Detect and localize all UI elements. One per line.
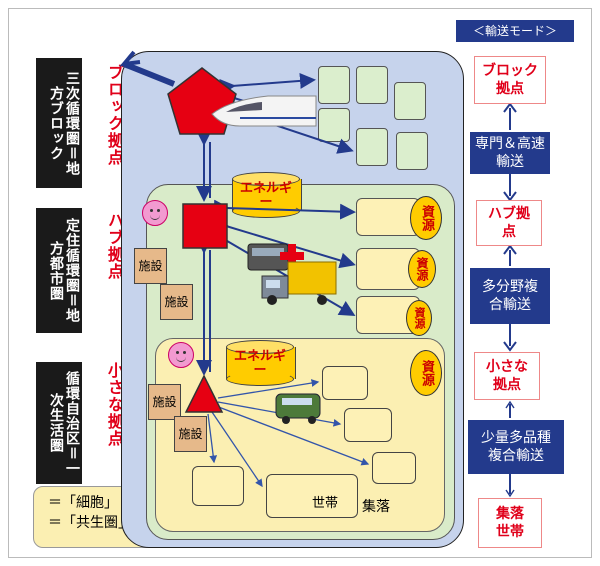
energy-label: エネルギー xyxy=(233,349,286,378)
legend-hub-base-text: ハブ拠点 xyxy=(488,206,530,240)
block-grid-box xyxy=(356,66,388,104)
resource-text: 資源 xyxy=(419,205,434,231)
legend-mode-small-settlement-text: 少量多品種複合輸送 xyxy=(481,430,551,464)
house-icon xyxy=(192,466,244,506)
note-line-symbiosis: ＝「共生圏」 xyxy=(48,515,132,531)
resource-badge: 資源 xyxy=(410,196,442,240)
resource-text: 資源 xyxy=(419,360,434,386)
house-icon xyxy=(266,474,358,518)
legend-hub-base: ハブ拠点 xyxy=(476,200,542,246)
resource-badge: 資源 xyxy=(406,300,432,336)
person-icon xyxy=(142,200,168,226)
note-line-cell: ＝「細胞」 xyxy=(48,495,118,511)
tier-label-block: 三次循環圏＝地方ブロック xyxy=(36,58,82,188)
small-base-label: 小さな拠点 xyxy=(105,362,124,447)
legend-mode-block-hub-text: 専門＆高速輸送 xyxy=(475,136,545,170)
facility-box: 施設 xyxy=(160,284,193,320)
resource-badge: 資源 xyxy=(410,350,442,396)
diagram-frame xyxy=(8,8,592,558)
settlement-label: 集落 xyxy=(362,499,390,515)
facility-text: 施設 xyxy=(138,259,163,273)
red-cross-icon xyxy=(280,244,304,268)
facility-box: 施設 xyxy=(148,384,181,420)
energy-cylinder-lower: エネルギー xyxy=(226,340,296,386)
facility-box: 施設 xyxy=(174,416,207,452)
block-base-label: ブロック拠点 xyxy=(105,64,124,166)
van-icon xyxy=(275,393,321,424)
house-icon xyxy=(372,452,416,484)
bullet-train-icon xyxy=(211,95,317,127)
resource-text: 資源 xyxy=(415,257,429,281)
small-base-triangle xyxy=(184,374,224,413)
tier-label-small: 循環自治区＝一次生活圏 xyxy=(36,362,82,484)
legend-block-base-text: ブロック拠点 xyxy=(482,63,538,97)
block-grid-box xyxy=(394,82,426,120)
block-grid-box xyxy=(356,128,388,166)
house-icon xyxy=(322,366,368,400)
facility-text: 施設 xyxy=(152,395,177,409)
household-label: 世帯 xyxy=(312,496,339,511)
resource-text: 資源 xyxy=(413,307,426,329)
legend-header: ＜輸送モード＞ xyxy=(456,20,574,42)
facility-text: 施設 xyxy=(164,295,189,309)
legend-small-base-text: 小さな拠点 xyxy=(486,359,528,393)
tier-label-hub-text: 定住循環圏＝地方都市圏 xyxy=(48,218,80,323)
legend-arrows xyxy=(503,102,517,498)
legend-mode-small-settlement: 少量多品種複合輸送 xyxy=(468,420,564,474)
person-icon xyxy=(168,342,194,368)
legend-mode-hub-small-text: 多分野複合輸送 xyxy=(482,279,538,313)
hub-resource-box xyxy=(356,198,420,236)
tier-label-small-text: 循環自治区＝一次生活圏 xyxy=(48,370,80,476)
energy-label: エネルギー xyxy=(239,181,292,210)
outer-arrow xyxy=(119,50,176,87)
legend-block-base: ブロック拠点 xyxy=(474,56,546,104)
legend-settlement-household: 集落世帯 xyxy=(478,498,542,548)
legend-mode-block-hub: 専門＆高速輸送 xyxy=(470,132,550,174)
legend-header-text: ＜輸送モード＞ xyxy=(472,24,557,38)
legend-mode-hub-small: 多分野複合輸送 xyxy=(470,268,550,324)
house-icon xyxy=(344,408,392,442)
hub-base-label: ハブ拠点 xyxy=(105,212,124,280)
facility-text: 施設 xyxy=(178,427,203,441)
block-grid-box xyxy=(318,66,350,104)
legend-small-base: 小さな拠点 xyxy=(474,352,540,400)
truck-icon xyxy=(261,261,337,305)
hub-base-square xyxy=(182,203,228,249)
facility-box: 施設 xyxy=(134,248,167,284)
resource-badge: 資源 xyxy=(408,250,436,288)
tier-label-block-text: 三次循環圏＝地方ブロック xyxy=(48,70,80,176)
block-grid-box xyxy=(396,132,428,170)
tier-label-hub: 定住循環圏＝地方都市圏 xyxy=(36,208,82,333)
legend-settlement-household-text: 集落世帯 xyxy=(496,506,524,540)
